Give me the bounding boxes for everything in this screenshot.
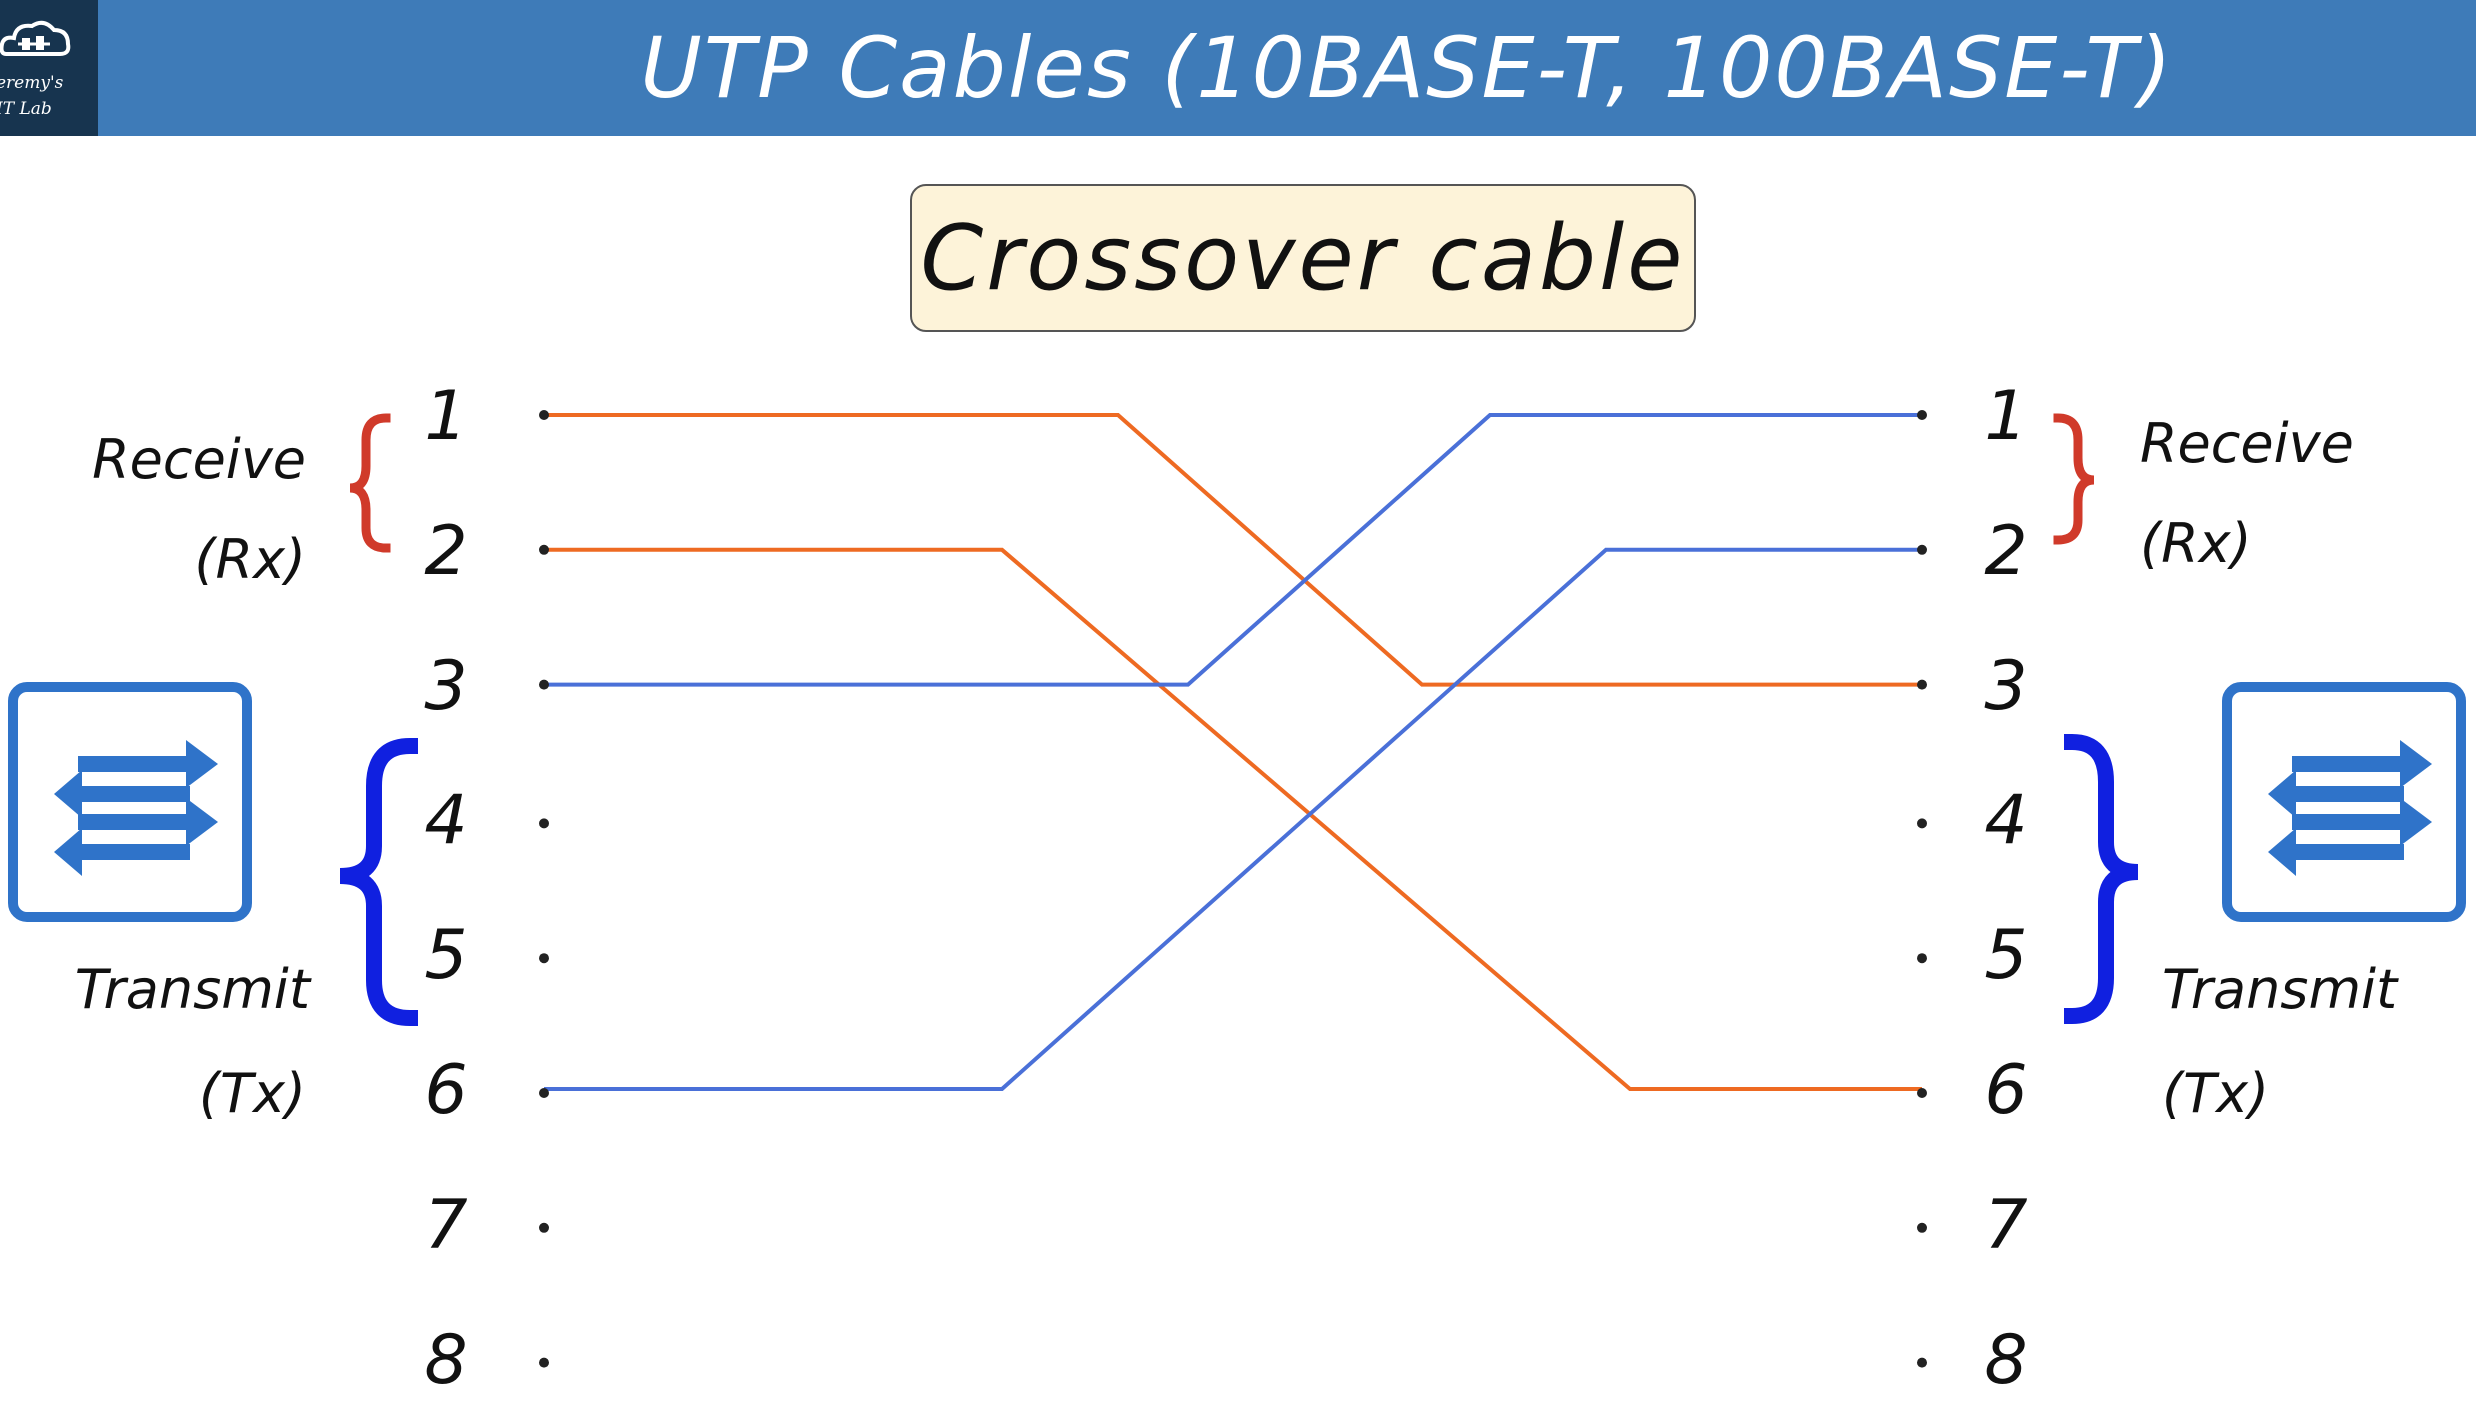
left-pin-8: 8 [424,1321,467,1400]
left-transmit-brace [339,737,419,1027]
left-receive-abbr: (Rx) [194,528,306,591]
left-pin-dot-3 [539,679,549,690]
logo-line-2: IT Lab [0,99,52,119]
right-pin-dot-5 [1917,953,1927,964]
left-transmit-abbr: (Tx) [199,1062,306,1125]
left-pin-dot-2 [539,544,549,555]
left-pin-numbers: 1 2 3 4 5 6 7 8 [424,377,467,1400]
switch-icon [2222,682,2466,922]
wire-orange-pin2-to-pin6 [544,547,1922,1091]
right-transmit-abbr: (Tx) [2162,1062,2269,1125]
cloud-logo-icon [0,20,71,56]
right-pin-4: 4 [1984,781,2027,860]
left-pin-7: 7 [424,1186,467,1265]
right-pin-dot-3 [1917,679,1927,690]
right-pin-dot-1 [1917,410,1927,420]
left-pin-dot-4 [539,818,549,829]
header-bar: eremy's IT Lab UTP Cables (10BASE-T, 100… [0,0,2476,136]
right-pin-7: 7 [1984,1186,2027,1265]
switch-icon [8,682,252,922]
right-receive-label: Receive [2140,412,2354,475]
left-receive-brace [349,413,391,553]
diagram-subtitle: Crossover cable [910,184,1696,332]
logo: eremy's IT Lab [0,0,98,136]
right-transmit-label: Transmit [2162,958,2399,1021]
left-pin-dot-5 [539,953,549,964]
wire-layer [544,413,1922,1091]
right-pin-3: 3 [1984,647,2027,726]
right-pin-1: 1 [1984,377,2027,456]
left-pin-2: 2 [424,512,467,591]
right-pin-dot-2 [1917,544,1927,555]
right-pin-dot-4 [1917,818,1927,829]
left-pin-6: 6 [424,1051,467,1130]
wire-blue-pin3-to-pin1 [544,413,1922,687]
page-title: UTP Cables (10BASE-T, 100BASE-T) [640,19,2174,117]
right-receive-abbr: (Rx) [2140,512,2252,575]
left-pin-1: 1 [424,377,467,456]
left-pin-dot-1 [539,410,549,420]
left-pin-dot-7 [539,1222,549,1233]
pin-dot-layer [539,410,1927,1368]
left-pin-5: 5 [424,916,467,995]
wire-blue-pin6-to-pin2 [544,547,1922,1091]
right-pin-dot-7 [1917,1222,1927,1233]
left-receive-label: Receive [92,428,306,491]
right-receive-brace [2053,413,2095,545]
wire-orange-pin1-to-pin3 [544,413,1922,687]
left-pin-3: 3 [424,647,467,726]
left-pin-4: 4 [424,781,467,860]
right-pin-2: 2 [1984,512,2027,591]
logo-line-1: eremy's [0,73,64,93]
left-pin-dot-8 [539,1357,549,1368]
right-pin-5: 5 [1984,916,2027,995]
right-pin-numbers: 1 2 3 4 5 6 7 8 [1984,377,2027,1400]
left-transmit-label: Transmit [75,958,312,1021]
left-pin-dot-6 [539,1088,549,1098]
right-transmit-brace [2063,733,2139,1025]
right-pin-dot-8 [1917,1357,1927,1368]
right-pin-6: 6 [1984,1051,2027,1130]
right-pin-8: 8 [1984,1321,2027,1400]
right-pin-dot-6 [1917,1088,1927,1098]
logo-text: eremy's IT Lab [0,70,63,122]
